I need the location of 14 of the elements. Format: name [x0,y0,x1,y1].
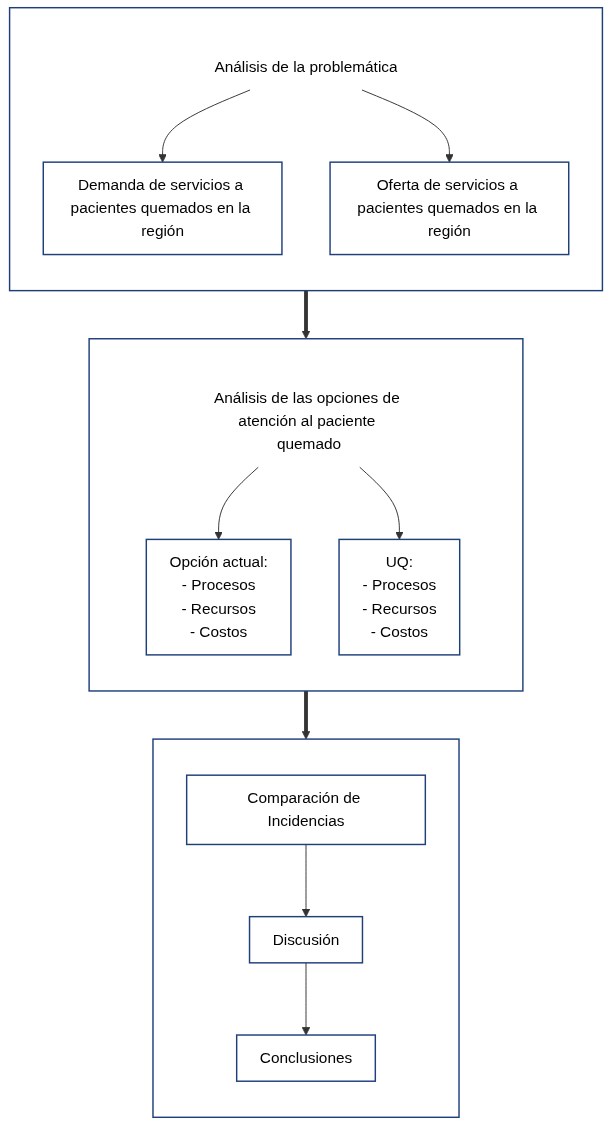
node-text: Análisis de las opciones de atención al paciente quemado [213,389,400,452]
node-box: UQ: - Procesos - Recursos - Costos [338,538,461,656]
node-text: Análisis de la problemática [214,58,398,75]
cluster [88,338,524,692]
node-box: Demanda de servicios a pacientes quemados en la región [42,161,283,256]
node-box: Opción actual: - Procesos - Recursos - Costos [145,538,292,656]
arrow [301,691,311,740]
node-box: Oferta de servicios a pacientes quemados en la región [329,161,570,256]
arrow [301,290,311,340]
node-box: Comparación de Incidencias [185,774,427,846]
cluster [8,7,604,292]
node-box: Conclusiones [235,1034,377,1082]
cluster [152,738,460,1118]
node-box: Discusión [248,915,364,964]
